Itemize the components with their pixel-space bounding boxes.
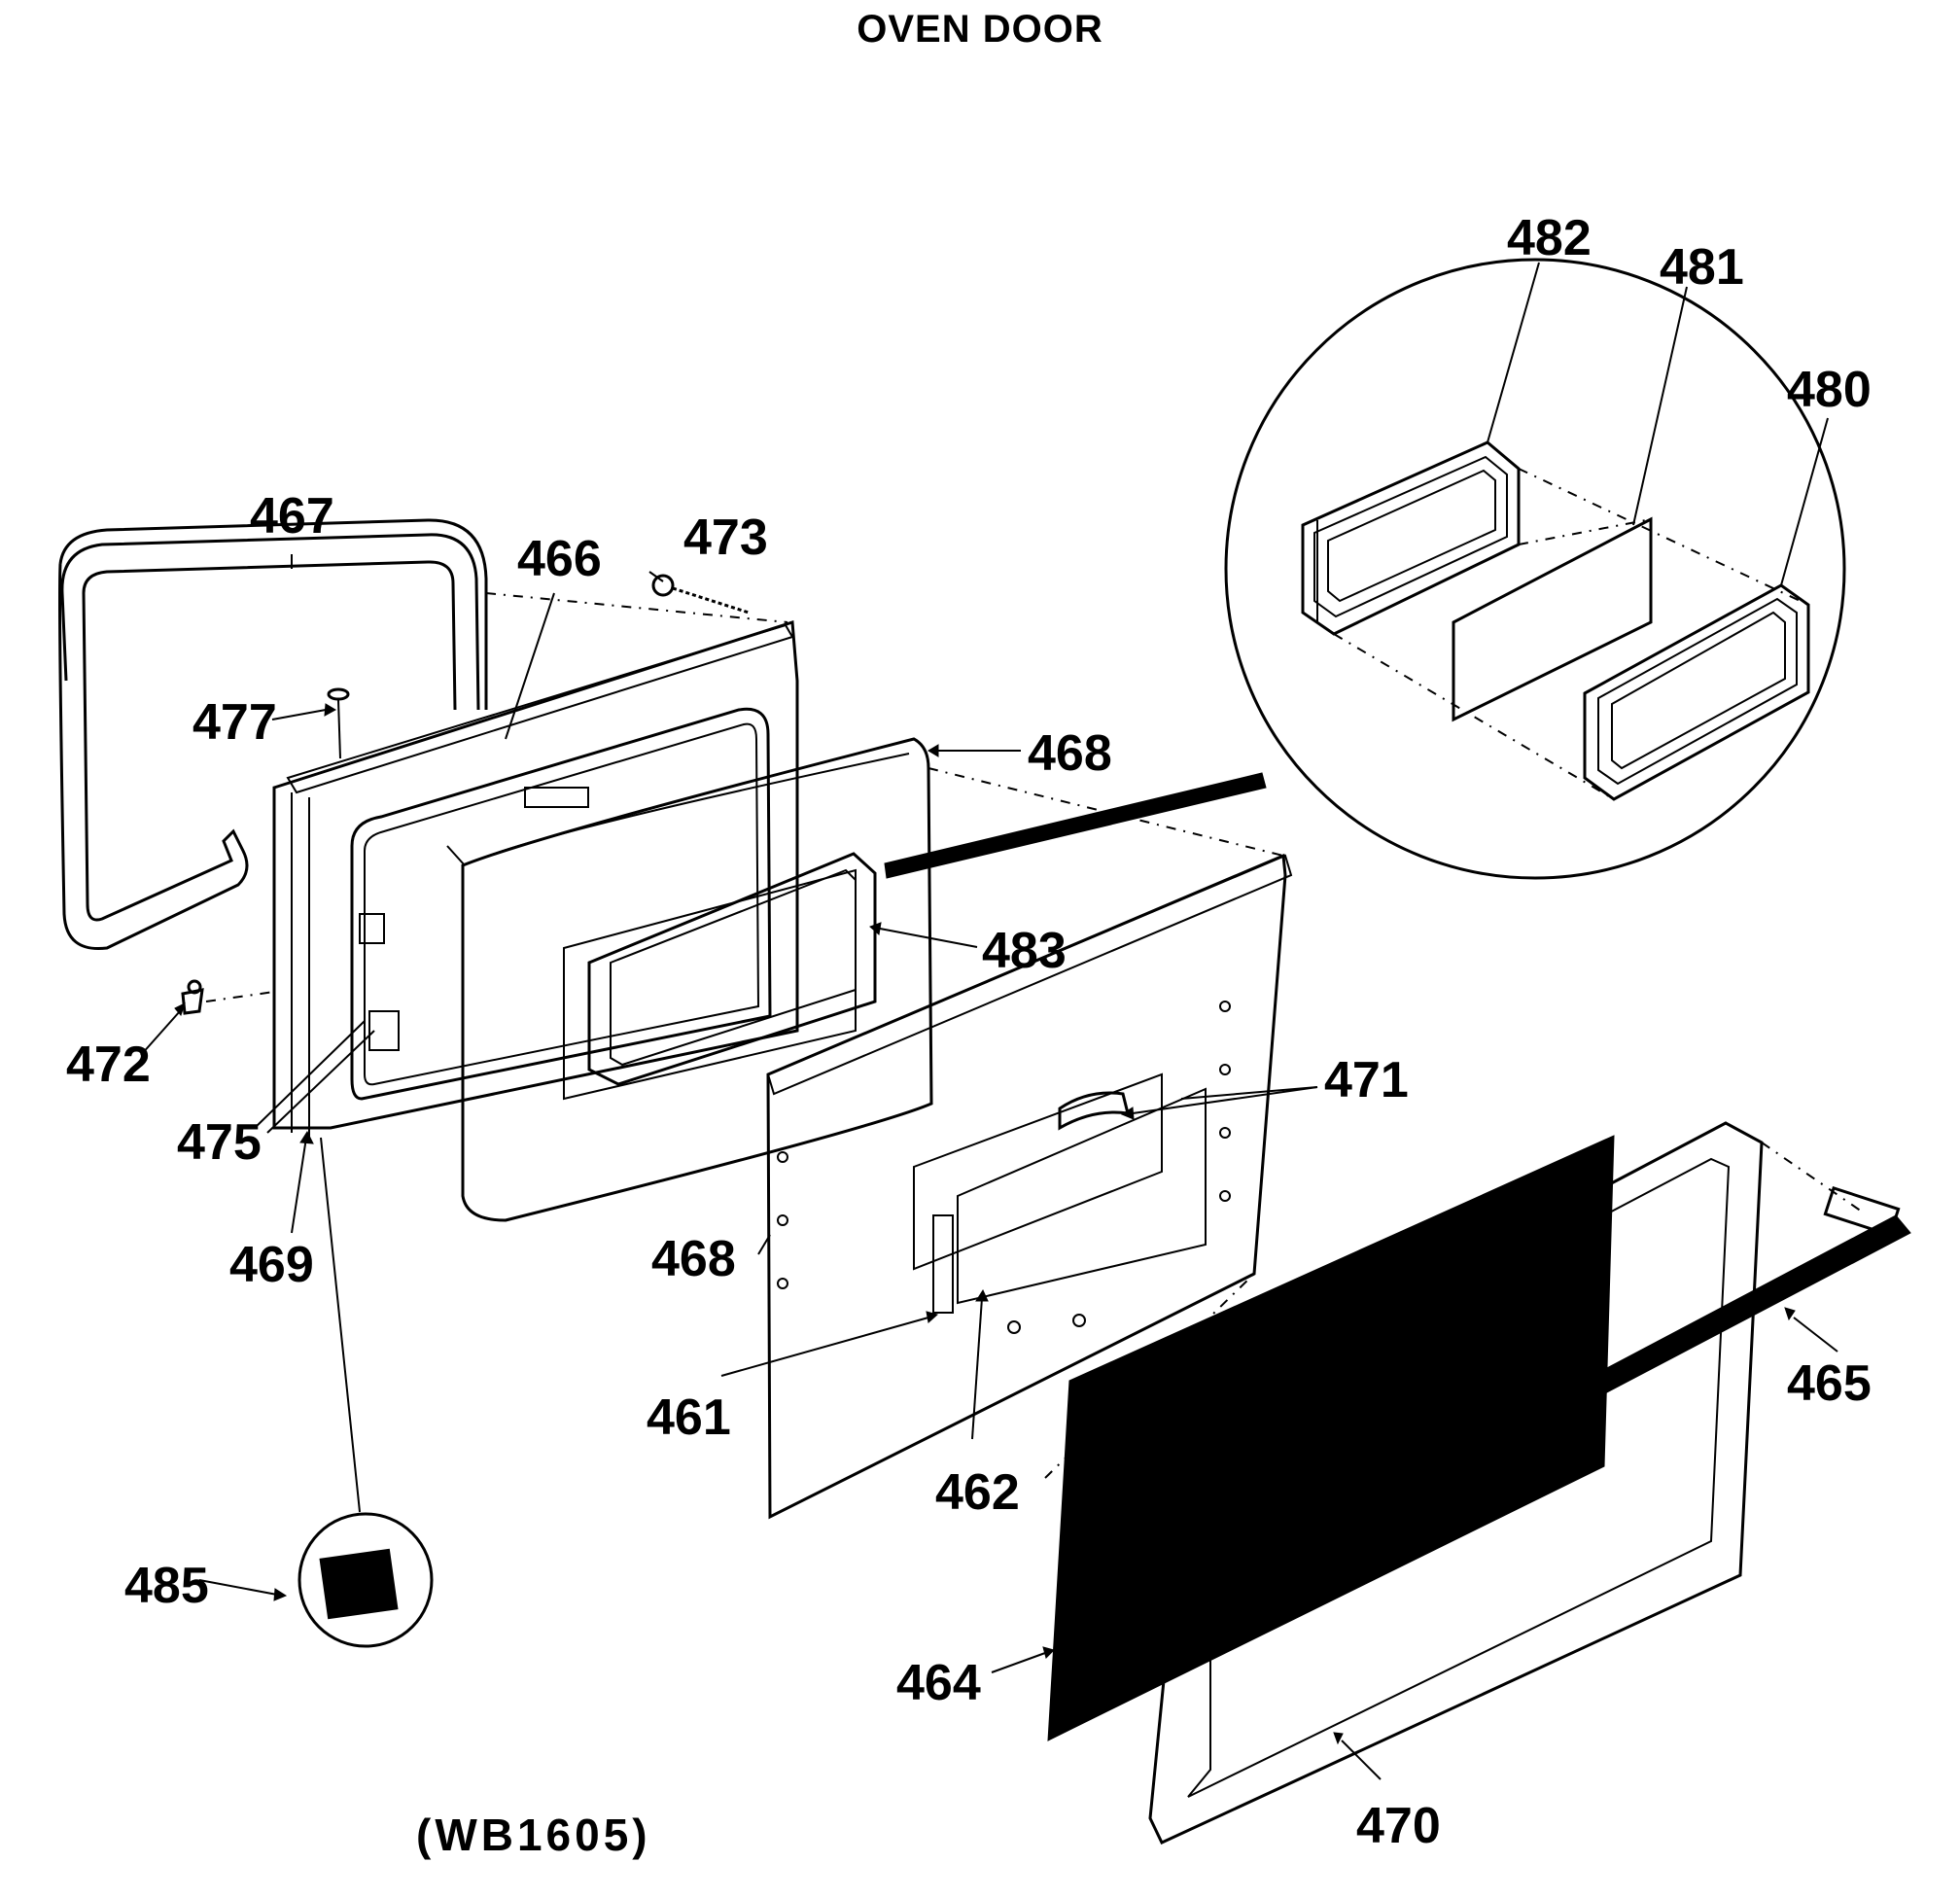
callout-labels: 482 481 480 467 466 473 477 468 483 472 …	[66, 210, 1872, 1854]
part-473-screw	[651, 574, 750, 615]
assembly-lines	[205, 592, 1863, 1479]
callout-462: 462	[935, 1464, 1020, 1521]
part-485-detail	[298, 1512, 434, 1648]
leader-482	[1487, 262, 1540, 443]
part-483-frame	[587, 852, 877, 1086]
callout-472: 472	[66, 1037, 151, 1093]
part-467-gasket	[58, 518, 488, 951]
callout-483: 483	[982, 923, 1067, 979]
callout-470: 470	[1356, 1798, 1441, 1854]
callout-481: 481	[1660, 239, 1744, 296]
detail-link-band	[884, 772, 1267, 879]
part-477-screw	[327, 687, 350, 759]
part-464-glass	[1047, 1135, 1615, 1741]
callout-480: 480	[1787, 362, 1872, 418]
callout-471: 471	[1324, 1052, 1409, 1108]
leader-lines	[140, 554, 1838, 1780]
callout-464: 464	[896, 1655, 981, 1711]
callout-466: 466	[517, 531, 602, 587]
callout-465: 465	[1787, 1355, 1872, 1412]
callout-468-top: 468	[1028, 725, 1112, 782]
part-472-clip	[181, 979, 204, 1015]
part-480-frame	[1583, 583, 1810, 801]
glass-pack-detail	[1224, 258, 1846, 880]
model-code: (WB1605)	[416, 1810, 651, 1860]
callout-475: 475	[177, 1114, 262, 1171]
part-468-panel	[766, 853, 1293, 1520]
part-481-glass	[1452, 516, 1653, 722]
callout-467: 467	[250, 488, 334, 545]
callout-485: 485	[124, 1558, 209, 1614]
callout-473: 473	[683, 510, 768, 566]
leader-480	[1780, 417, 1829, 586]
callout-468-mid: 468	[651, 1231, 736, 1287]
part-468-insulation	[446, 737, 933, 1222]
part-465-handle	[1380, 1185, 1911, 1506]
callout-469: 469	[229, 1237, 314, 1293]
leader-481	[1632, 286, 1688, 526]
callout-461: 461	[647, 1389, 731, 1446]
callout-477: 477	[192, 694, 277, 751]
part-466-liner	[272, 619, 799, 1138]
diagram-title: OVEN DOOR	[857, 8, 1103, 51]
callout-482: 482	[1507, 210, 1592, 266]
